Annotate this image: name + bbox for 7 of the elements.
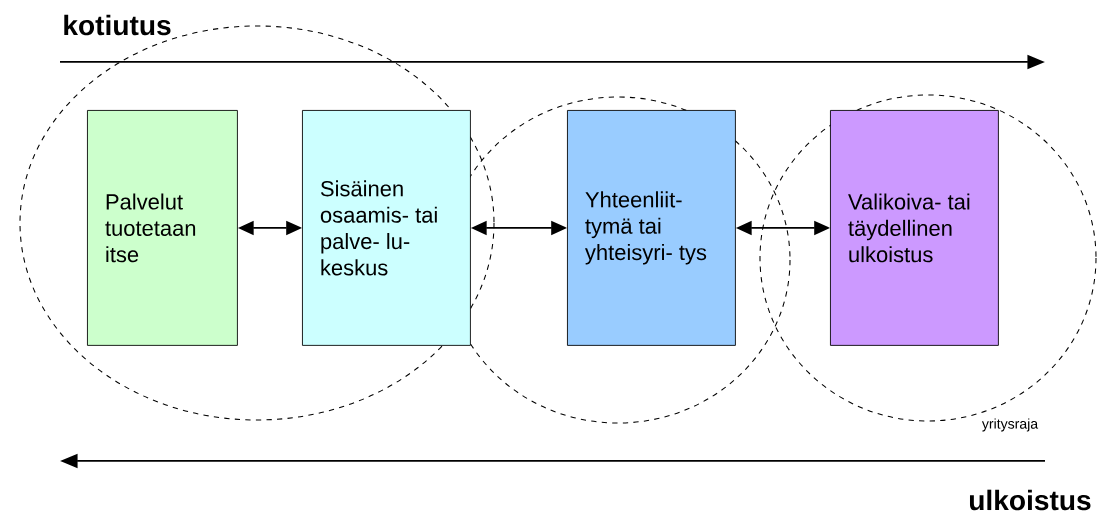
heading: kotiutus: [64, 14, 171, 36]
heading: ulkoistus: [970, 489, 1091, 511]
process-box: Yhteenliit- tymä tai yhteisyri- tys: [567, 110, 736, 346]
process-box: Palvelut tuotetaan itse: [87, 110, 238, 346]
boundary-label: yritysraja: [981, 418, 1039, 432]
process-box: Sisäinen osaamis- tai palve- lu- keskus: [302, 110, 471, 346]
process-box: Valikoiva- tai täydellinen ulkoistus: [830, 110, 999, 346]
